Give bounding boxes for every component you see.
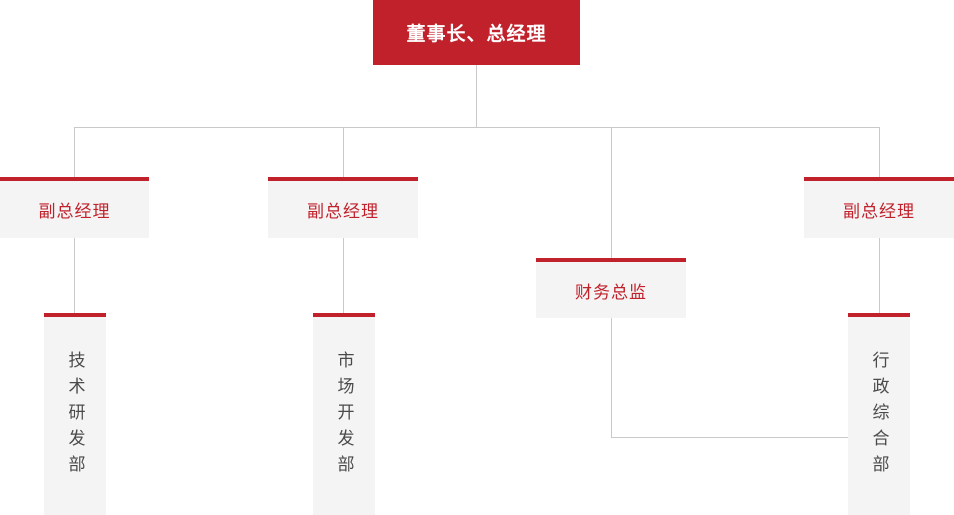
node-label-dept-rd: 技术研发部 — [65, 351, 85, 481]
node-department-administration[interactable]: 行政综合部 — [848, 313, 910, 515]
connector-vgm-2-to-dept-mkt — [343, 238, 344, 313]
node-deputy-general-manager-3[interactable]: 副总经理 — [804, 177, 954, 238]
connector-bus-to-vgm-1 — [74, 127, 75, 177]
node-department-market-development[interactable]: 市场开发部 — [313, 313, 375, 515]
connector-bus-to-cfo — [611, 127, 612, 258]
node-label-cfo: 财务总监 — [575, 282, 647, 302]
node-label-vgm-2: 副总经理 — [307, 202, 379, 221]
node-department-rd[interactable]: 技术研发部 — [44, 313, 106, 515]
node-deputy-general-manager-1[interactable]: 副总经理 — [0, 177, 149, 238]
node-chairman-general-manager[interactable]: 董事长、总经理 — [373, 0, 580, 65]
connector-exec-down — [476, 65, 477, 127]
node-label-dept-mkt: 市场开发部 — [334, 351, 354, 481]
connector-vgm-3-to-dept-admin — [879, 238, 880, 313]
connector-level2-bus — [75, 127, 880, 128]
connector-cfo-down — [611, 318, 612, 437]
node-label-dept-admin: 行政综合部 — [869, 351, 889, 481]
node-label-vgm-1: 副总经理 — [38, 202, 111, 221]
node-label-exec: 董事长、总经理 — [406, 24, 547, 45]
connector-bus-to-vgm-2 — [343, 127, 344, 177]
connector-vgm-1-to-dept-rd — [74, 238, 75, 313]
node-deputy-general-manager-2[interactable]: 副总经理 — [268, 177, 418, 238]
node-label-vgm-3: 副总经理 — [843, 202, 915, 221]
connector-bus-to-vgm-3 — [879, 127, 880, 177]
connector-cfo-to-dept-admin — [611, 437, 848, 438]
node-finance-director[interactable]: 财务总监 — [536, 258, 686, 318]
